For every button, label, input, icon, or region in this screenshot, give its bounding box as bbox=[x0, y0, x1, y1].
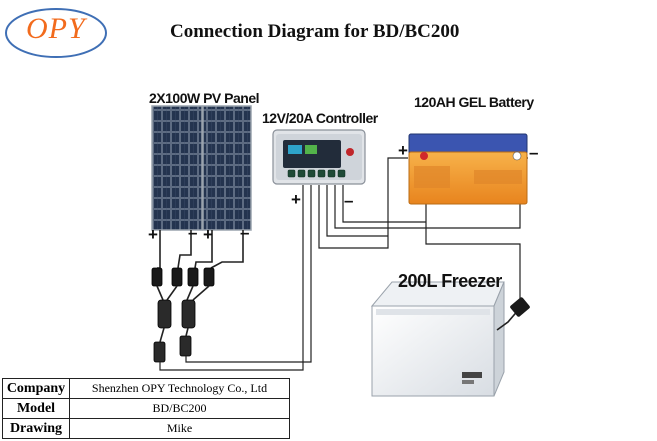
panel-left-plus-sign: + bbox=[148, 226, 158, 243]
table-row: Drawing Mike bbox=[3, 419, 290, 439]
mc4-branch bbox=[157, 286, 209, 300]
battery-minus-sign: – bbox=[529, 144, 538, 161]
info-value: BD/BC200 bbox=[70, 399, 290, 419]
pv-panel-right bbox=[203, 106, 251, 230]
table-row: Company Shenzhen OPY Technology Co., Ltd bbox=[3, 379, 290, 399]
battery-plus-sign: + bbox=[398, 142, 408, 159]
info-value: Mike bbox=[70, 419, 290, 439]
battery-label: 120AH GEL Battery bbox=[414, 94, 534, 110]
info-key: Model bbox=[3, 399, 70, 419]
table-row: Model BD/BC200 bbox=[3, 399, 290, 419]
mc4-y-connectors bbox=[154, 300, 195, 362]
pv-panel-label: 2X100W PV Panel bbox=[149, 90, 259, 106]
company-logo: OPY bbox=[26, 12, 86, 46]
gel-battery bbox=[409, 134, 527, 204]
info-key: Company bbox=[3, 379, 70, 399]
controller-plus-sign: + bbox=[291, 191, 301, 208]
panel-right-plus-sign: + bbox=[203, 226, 213, 243]
panel-cables bbox=[157, 230, 243, 268]
mc4-connectors bbox=[152, 268, 214, 286]
panel-left-minus-sign: – bbox=[188, 224, 197, 241]
info-value: Shenzhen OPY Technology Co., Ltd bbox=[70, 379, 290, 399]
pv-panel-left bbox=[152, 106, 202, 230]
freezer-label: 200L Freezer bbox=[398, 271, 502, 292]
controller-minus-sign: – bbox=[344, 192, 353, 209]
controller-unit bbox=[273, 130, 365, 184]
info-table: Company Shenzhen OPY Technology Co., Ltd… bbox=[2, 378, 290, 439]
chest-freezer bbox=[372, 282, 504, 396]
freezer-plug bbox=[509, 296, 530, 317]
page-title: Connection Diagram for BD/BC200 bbox=[170, 21, 459, 43]
panel-right-minus-sign: – bbox=[240, 224, 249, 241]
info-key: Drawing bbox=[3, 419, 70, 439]
controller-label: 12V/20A Controller bbox=[262, 110, 378, 126]
